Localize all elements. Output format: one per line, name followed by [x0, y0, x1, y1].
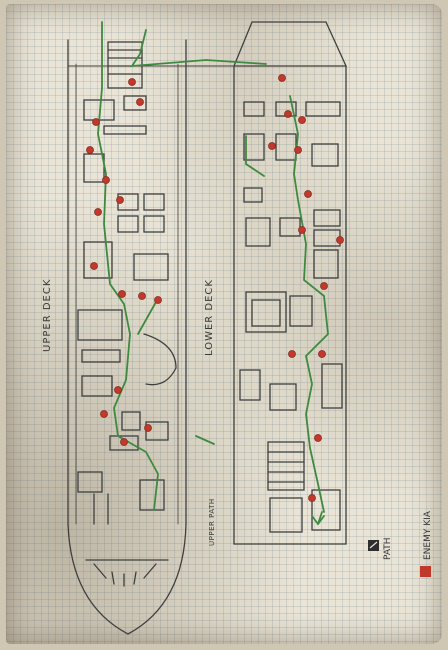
upper-path-label: UPPER PATH — [208, 498, 216, 546]
legend: PATH ENEMY KIA — [368, 510, 433, 577]
upper-deck-label: UPPER DECK — [42, 279, 53, 352]
enemy-legend-swatch — [420, 566, 431, 577]
player-path — [97, 21, 329, 526]
lower-deck-label: LOWER DECK — [204, 279, 215, 356]
enemy-legend-label: ENEMY KIA — [423, 510, 433, 560]
notebook-page: UPPER DECK LOWER DECK UPPER PATH PATH EN… — [6, 4, 442, 644]
deck-map: UPPER DECK LOWER DECK UPPER PATH PATH EN… — [42, 21, 433, 635]
lower-deck-plan — [233, 21, 347, 545]
path-legend-label: PATH — [383, 537, 393, 560]
upper-deck-plan — [67, 39, 187, 635]
enemy-markers — [86, 74, 344, 502]
